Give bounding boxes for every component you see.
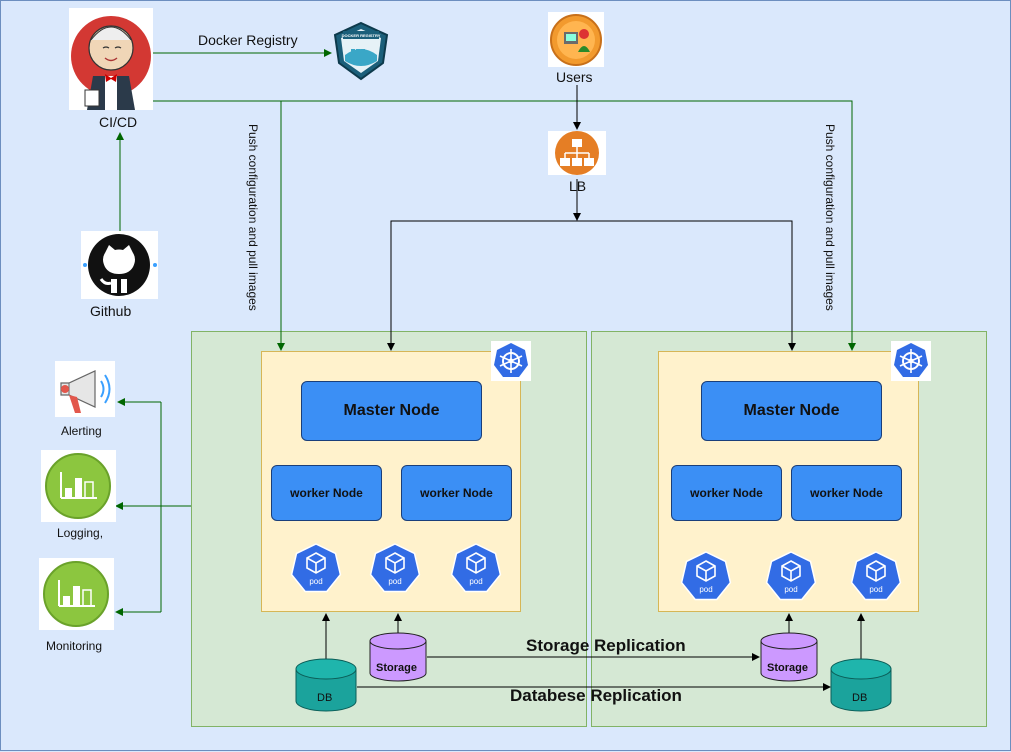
edge-lb-left (387, 220, 577, 351)
worker-node-label: worker Node (290, 486, 363, 500)
users-label: Users (556, 69, 593, 85)
logging-icon[interactable] (41, 450, 116, 522)
worker-node-right-1[interactable]: worker Node (671, 465, 782, 521)
master-node-left[interactable]: Master Node (301, 381, 482, 441)
github-label: Github (90, 303, 132, 319)
kubernetes-icon (891, 341, 931, 381)
pod-label: pod (784, 585, 797, 594)
cube-icon (696, 560, 716, 582)
master-node-right[interactable]: Master Node (701, 381, 882, 441)
pod-icon[interactable]: pod (450, 543, 502, 593)
monitoring-icon[interactable] (39, 558, 114, 630)
db-label-right: DB (852, 692, 868, 704)
logging-label: Logging, (57, 526, 104, 540)
load-balancer-icon[interactable] (548, 131, 606, 175)
cube-icon (466, 552, 486, 574)
pod-label: pod (469, 577, 482, 586)
lb-label: LB (569, 178, 587, 194)
db-cylinder-right[interactable] (830, 658, 892, 712)
cube-icon (866, 560, 886, 582)
pod-label: pod (869, 585, 882, 594)
cube-icon (306, 552, 326, 574)
master-node-label: Master Node (343, 402, 440, 419)
jenkins-icon[interactable] (69, 8, 153, 110)
push-config-label-right: Push configuration and pull images (823, 124, 837, 311)
storage-replication-label: Storage Replication (526, 636, 686, 655)
database-replication-label: Databese Replication (510, 686, 682, 705)
worker-node-label: worker Node (420, 486, 493, 500)
pod-icon[interactable]: pod (680, 551, 732, 601)
worker-node-left-1[interactable]: worker Node (271, 465, 382, 521)
docker-registry-icon[interactable]: DOCKER REGISTRY (331, 21, 391, 81)
docker-registry-label: Docker Registry (198, 32, 298, 48)
kubernetes-icon (491, 341, 531, 381)
pods-layer: pod pod pod pod pod pod (290, 543, 902, 601)
megaphone-icon[interactable] (55, 361, 115, 417)
edge-cicd-push (153, 100, 856, 351)
worker-node-left-2[interactable]: worker Node (401, 465, 512, 521)
cube-icon (781, 560, 801, 582)
cube-icon (385, 552, 405, 574)
monitoring-label: Monitoring (46, 639, 103, 653)
github-icon[interactable] (81, 231, 158, 299)
docker-registry-badge-text: DOCKER REGISTRY (342, 33, 381, 38)
users-icon[interactable] (548, 12, 604, 67)
db-cylinder-left[interactable] (295, 658, 357, 712)
alerting-label: Alerting (61, 424, 102, 438)
pod-icon[interactable]: pod (369, 543, 421, 593)
pod-label: pod (309, 577, 322, 586)
storage-cylinder-left[interactable] (369, 632, 427, 682)
push-config-label-left: Push configuration and pull images (246, 124, 260, 311)
pod-icon[interactable]: pod (290, 543, 342, 593)
pod-icon[interactable]: pod (850, 551, 902, 601)
worker-node-label: worker Node (690, 486, 763, 500)
pod-icon[interactable]: pod (765, 551, 817, 601)
worker-node-label: worker Node (810, 486, 883, 500)
pod-label: pod (699, 585, 712, 594)
storage-label-right: Storage (767, 662, 808, 674)
cicd-label: CI/CD (99, 114, 138, 130)
edge-lb-right (577, 220, 796, 351)
storage-cylinder-right[interactable] (760, 632, 818, 682)
storage-label-left: Storage (376, 662, 417, 674)
master-node-label: Master Node (743, 402, 840, 419)
db-label-left: DB (317, 692, 333, 704)
pod-label: pod (388, 577, 401, 586)
worker-node-right-2[interactable]: worker Node (791, 465, 902, 521)
